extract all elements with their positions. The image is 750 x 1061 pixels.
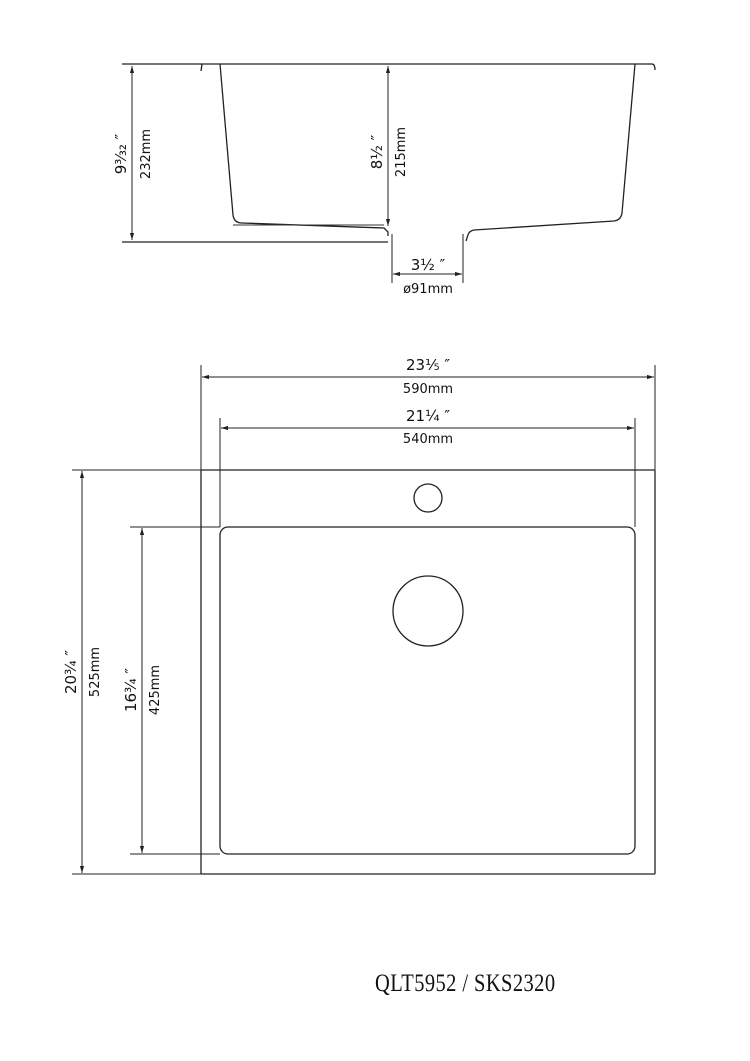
faucet-hole (413, 483, 443, 513)
side-view: 9³⁄₃₂ ″ 232mm 8½ ″ 215mm 3½ ″ ø91mm (112, 63, 656, 297)
bowl-left-wall (219, 63, 389, 236)
inner-width-inch: 21¼ ″ (406, 407, 450, 425)
drain-hole (392, 575, 464, 647)
bowl-right-wall (465, 63, 636, 242)
inner-width-mm: 540mm (403, 432, 453, 447)
drain-width-mm: ø91mm (403, 282, 453, 297)
outer-depth-inch: 20¾ ″ (62, 650, 80, 694)
outer-depth-mm: 525mm (88, 647, 103, 697)
inner-depth-mm: 425mm (148, 665, 163, 715)
total-height-mm: 232mm (139, 129, 154, 179)
inner-bowl-outline (219, 526, 636, 855)
top-view: 23⅕ ″ 590mm 21¼ ″ 540mm 20¾ ″ 525mm 16¾ … (62, 356, 656, 875)
total-height-inch: 9³⁄₃₂ ″ (112, 133, 130, 174)
model-number: QLT5952 / SKS2320 (375, 970, 556, 997)
outer-outline (200, 469, 656, 875)
outer-width-mm: 590mm (403, 382, 453, 397)
outer-width-inch: 23⅕ ″ (406, 356, 450, 374)
inner-depth-inch: 16¾ ″ (122, 668, 140, 712)
bowl-depth-inch: 8½ ″ (368, 134, 386, 169)
drain-width-inch: 3½ ″ (411, 256, 446, 274)
bowl-depth-mm: 215mm (394, 127, 409, 177)
